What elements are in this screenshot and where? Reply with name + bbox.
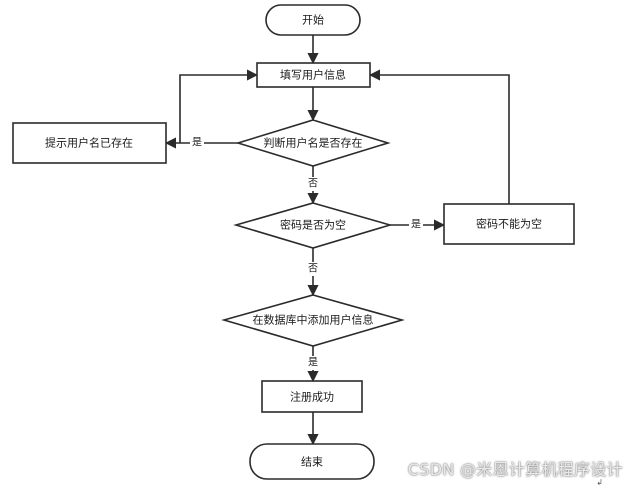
edge-label-user-yes-text: 是	[192, 137, 202, 149]
return-mark-icon: ↲	[596, 478, 603, 487]
node-user-exists-label: 提示用户名已存在	[45, 136, 133, 150]
edge-label-password-yes-text: 是	[411, 219, 421, 231]
node-check-password: 密码是否为空	[233, 202, 393, 249]
edge-label-password-yes: 是	[409, 218, 423, 232]
node-add-user: 在数据库中添加用户信息	[221, 294, 405, 347]
node-end: 结束	[249, 443, 375, 480]
node-fill-info-label: 填写用户信息	[280, 68, 346, 82]
edge-empty-back-to-fill	[368, 69, 510, 204]
node-check-password-label: 密码是否为空	[280, 218, 346, 232]
edge-label-user-yes: 是	[190, 136, 204, 150]
node-check-user-label: 判断用户名是否存在	[264, 136, 363, 150]
edge-label-add-yes: 是	[306, 356, 320, 370]
edge-label-user-no: 否	[306, 177, 320, 191]
node-add-user-label: 在数据库中添加用户信息	[253, 313, 374, 327]
node-password-empty-label: 密码不能为空	[476, 217, 542, 231]
edge-exists-back-to-fill	[179, 69, 259, 143]
node-end-label: 结束	[301, 456, 323, 469]
node-success-label: 注册成功	[290, 390, 334, 404]
node-success: 注册成功	[261, 380, 363, 413]
node-password-empty: 密码不能为空	[443, 203, 575, 245]
csdn-watermark: CSDN @米恩计算机程序设计	[407, 460, 623, 479]
node-check-user: 判断用户名是否存在	[235, 119, 391, 167]
edge-label-add-yes-text: 是	[308, 357, 318, 369]
node-fill-info: 填写用户信息	[256, 62, 371, 88]
edge-label-user-no-text: 否	[308, 178, 318, 190]
node-user-exists: 提示用户名已存在	[12, 122, 167, 164]
edge-label-password-no: 否	[306, 262, 320, 276]
edge-label-password-no-text: 否	[308, 263, 318, 275]
node-start: 开始	[265, 4, 361, 36]
node-start-label: 开始	[302, 13, 324, 27]
